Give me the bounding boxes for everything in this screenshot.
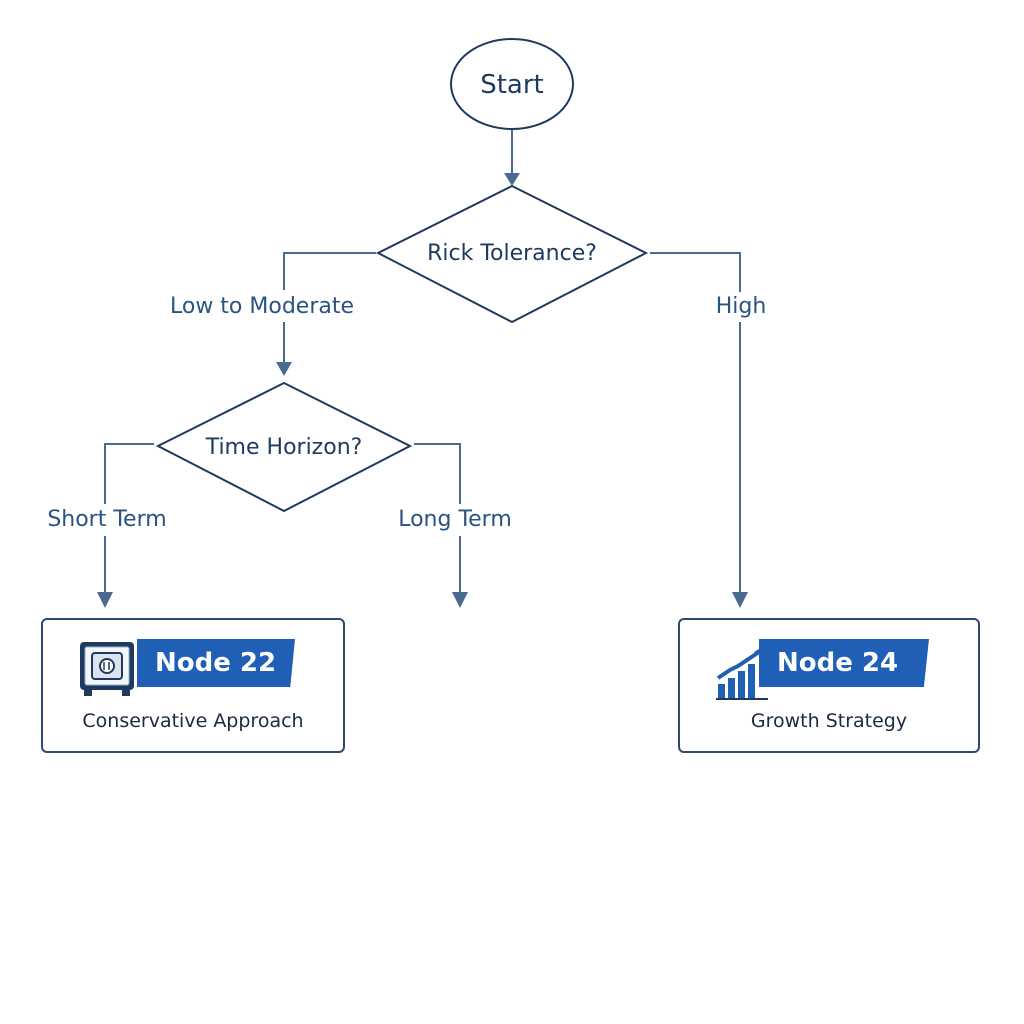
edge-risk-to-time bbox=[283, 252, 376, 290]
node-22-title: Node 22 bbox=[155, 648, 277, 678]
edge-risk-to-node24 bbox=[650, 252, 741, 292]
edge-label-short-term: Short Term bbox=[47, 507, 166, 532]
arrowhead-time-to-node22 bbox=[97, 592, 113, 608]
edge-label-low-to-moderate: Low to Moderate bbox=[170, 294, 354, 319]
decision-time-label: Time Horizon? bbox=[205, 435, 363, 460]
edge-time-long bbox=[414, 443, 461, 504]
start-label: Start bbox=[480, 70, 544, 100]
edge-time-to-node22 bbox=[104, 443, 154, 504]
decision-time-horizon bbox=[155, 381, 413, 513]
arrowhead-risk-to-time bbox=[276, 362, 292, 376]
node-24-subtitle: Growth Strategy bbox=[750, 710, 908, 732]
decision-risk-label: Rick Tolerance? bbox=[427, 241, 597, 266]
arrowhead-start-to-risk bbox=[504, 173, 520, 186]
safe-icon bbox=[78, 640, 136, 700]
node-24-title: Node 24 bbox=[777, 648, 899, 678]
decision-risk-tolerance bbox=[375, 184, 649, 324]
edge-label-high: High bbox=[716, 294, 767, 319]
node-24-card: Node 24 Growth Strategy bbox=[678, 618, 980, 753]
start-node bbox=[450, 38, 574, 130]
node-22-subtitle: Conservative Approach bbox=[82, 710, 304, 732]
node-24-title-banner: Node 24 bbox=[759, 639, 929, 687]
node-22-card: Node 22 Conservative Approach bbox=[41, 618, 345, 753]
arrowhead-time-long bbox=[452, 592, 468, 608]
edge-label-long-term: Long Term bbox=[398, 507, 512, 532]
arrowhead-risk-to-node24 bbox=[732, 592, 748, 608]
node-22-title-banner: Node 22 bbox=[137, 639, 295, 687]
